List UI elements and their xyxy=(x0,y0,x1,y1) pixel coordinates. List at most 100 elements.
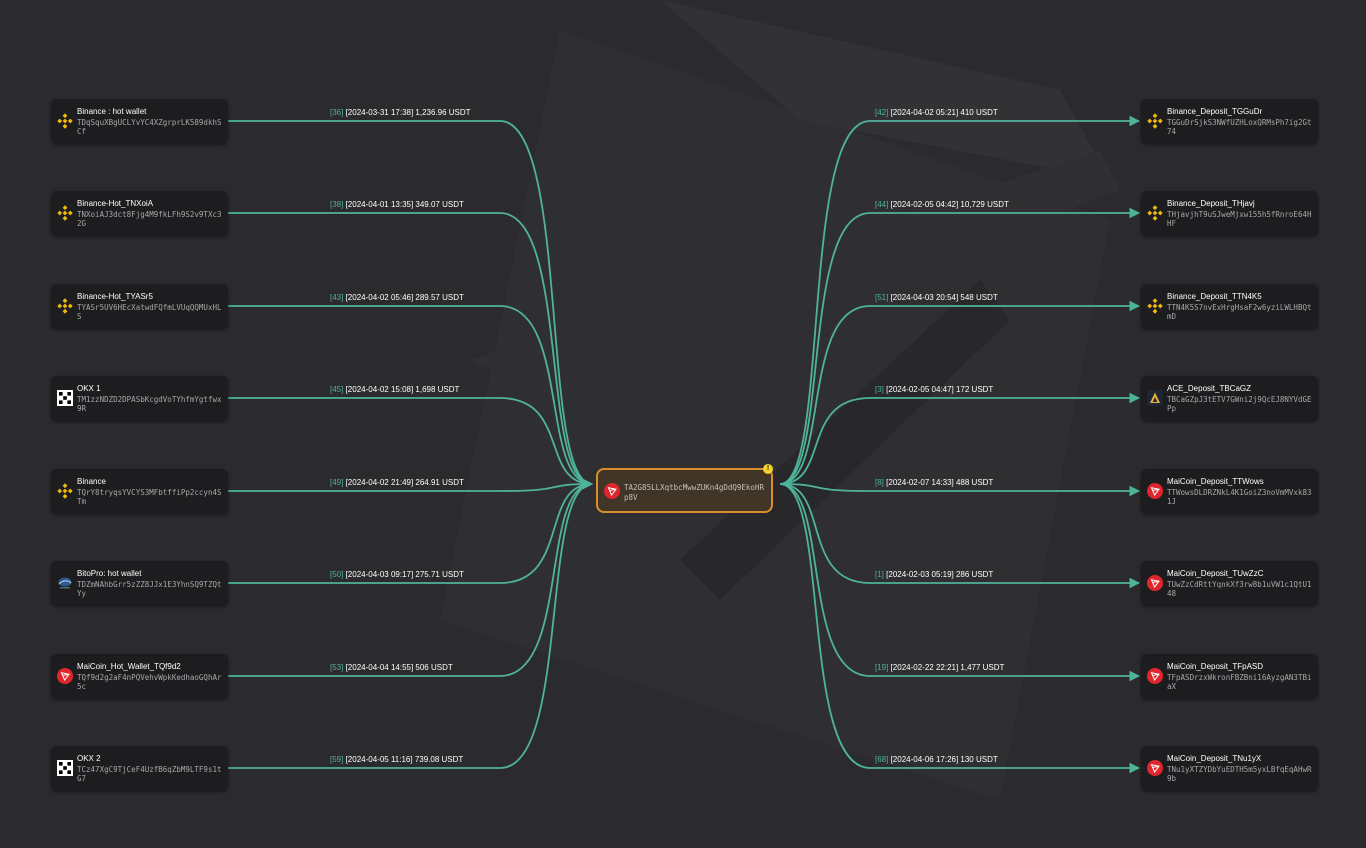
node-address: TTWowsDLDRZNkL4K1GoiZ3noVmMVxk831J xyxy=(1167,487,1312,507)
edge-detail: [2024-04-02 15:08] 1,698 USDT xyxy=(345,385,460,394)
edge-index: [42] xyxy=(875,108,889,117)
tron-icon xyxy=(1147,482,1163,499)
edge-index: [19] xyxy=(875,663,889,672)
outgoing-edge-label: [19] [2024-02-22 22:21] 1,477 USDT xyxy=(875,663,1004,673)
outgoing-edge-label: [3] [2024-02-05 04:47] 172 USDT xyxy=(875,385,993,395)
incoming-edge[interactable] xyxy=(228,212,594,490)
incoming-edge[interactable] xyxy=(228,478,594,677)
incoming-edge-label: [36] [2024-03-31 17:38] 1,236.96 USDT xyxy=(330,108,471,118)
outgoing-edge[interactable] xyxy=(779,483,1141,497)
incoming-edge-label: [45] [2024-04-02 15:08] 1,698 USDT xyxy=(330,385,459,395)
incoming-edge-label: [49] [2024-04-02 21:49] 264.91 USDT xyxy=(330,478,464,488)
node-name: MaiCoin_Deposit_TUwZzC xyxy=(1167,568,1264,578)
edge-detail: [2024-03-31 17:38] 1,236.96 USDT xyxy=(345,108,471,117)
okx-icon xyxy=(57,759,73,776)
incoming-edge-label: [38] [2024-04-01 13:35] 349.07 USDT xyxy=(330,200,464,210)
outgoing-edge-label: [1] [2024-02-03 05:19] 286 USDT xyxy=(875,570,993,580)
tron-icon xyxy=(604,483,620,499)
edge-detail: [2024-02-05 04:47] 172 USDT xyxy=(886,385,994,394)
binance-icon xyxy=(1147,112,1163,129)
outgoing-edge-label: [42] [2024-04-02 05:21] 410 USDT xyxy=(875,108,998,118)
node-address: TGGuDrSjkS3NWfUZHLoxQRMsPh7ig2Gt74 xyxy=(1167,117,1312,137)
center-wallet-node[interactable]: TA2G85LLXqtbcMwwZUKn4gDdQ9EkoHRp8V xyxy=(596,468,773,513)
node-address: TNXoiAJ3dct8Fjg4M9fkLFh9S2v9TXc32G xyxy=(77,209,222,229)
outgoing-edge[interactable] xyxy=(779,115,1141,485)
edge-detail: [2024-04-02 05:21] 410 USDT xyxy=(890,108,998,117)
edge-index: [59] xyxy=(330,755,344,764)
node-name: Binance-Hot_TNXoiA xyxy=(77,198,154,208)
node-address: THjavjhT9uSJweMjxw155h5fRnroE64HHF xyxy=(1167,209,1312,229)
outgoing-edge-label: [68] [2024-04-06 17:26] 130 USDT xyxy=(875,755,998,765)
node-name: ACE_Deposit_TBCaGZ xyxy=(1167,383,1252,393)
node-name: MaiCoin_Deposit_TFpASD xyxy=(1167,661,1264,671)
edge-index: [43] xyxy=(330,293,344,302)
incoming-edge[interactable] xyxy=(228,478,594,769)
node-name: Binance_Deposit_TTN4K5 xyxy=(1167,291,1262,301)
node-address: TQrY8tryqsYVCYS3MFbtffiPp2ccyn4STm xyxy=(77,487,222,507)
node-address: TYASr5UV6HEcXatwdFQfmLVUqQQMUxHLS xyxy=(77,302,222,322)
incoming-edge[interactable] xyxy=(228,120,594,490)
edge-detail: [2024-04-05 11:16] 739.08 USDT xyxy=(345,755,464,764)
incoming-edge[interactable] xyxy=(228,397,594,490)
node-address: TUwZzCdRttYqnkXf3rw8b1uVW1c1QtU148 xyxy=(1167,579,1312,599)
node-address: TDZmNAhbGrr5zZZ8JJx1E3YhnSQ9TZQtYy xyxy=(77,579,222,599)
okx-icon xyxy=(57,389,73,406)
outgoing-edge[interactable] xyxy=(779,392,1141,485)
outgoing-edge[interactable] xyxy=(779,207,1141,485)
edge-index: [3] xyxy=(875,385,884,394)
tron-icon xyxy=(1147,759,1163,776)
edge-index: [68] xyxy=(875,755,889,764)
edge-index: [51] xyxy=(875,293,889,302)
node-address: TBCaGZpJ3tETV7GWni2j9QcEJ8NYVdGEPp xyxy=(1167,394,1312,414)
edge-detail: [2024-04-02 21:49] 264.91 USDT xyxy=(345,478,464,487)
binance-icon xyxy=(57,204,73,221)
edge-detail: [2024-04-03 20:54] 548 USDT xyxy=(890,293,998,302)
edge-index: [36] xyxy=(330,108,344,117)
incoming-edge-label: [50] [2024-04-03 09:17] 275.71 USDT xyxy=(330,570,464,580)
outgoing-edge[interactable] xyxy=(779,483,1141,682)
edge-index: [44] xyxy=(875,200,889,209)
binance-icon xyxy=(57,482,73,499)
node-name: OKX 1 xyxy=(77,383,101,393)
incoming-edge[interactable] xyxy=(228,478,594,584)
warning-icon[interactable]: ! xyxy=(763,464,773,474)
node-address: TTN4K5S7nvExHrgHsaF2w6yziLWLHBQtmD xyxy=(1167,302,1312,322)
binance-icon xyxy=(57,297,73,314)
outgoing-edge[interactable] xyxy=(779,483,1141,774)
edge-detail: [2024-02-07 14:33] 488 USDT xyxy=(886,478,994,487)
outgoing-edge[interactable] xyxy=(779,483,1141,589)
edge-detail: [2024-04-03 09:17] 275.71 USDT xyxy=(345,570,464,579)
outgoing-edge-label: [8] [2024-02-07 14:33] 488 USDT xyxy=(875,478,993,488)
outgoing-edge-label: [44] [2024-02-05 04:42] 10,729 USDT xyxy=(875,200,1009,210)
node-address: TFpASDrzxWkronFBZBni16AyzgAN3TBiaX xyxy=(1167,672,1312,692)
incoming-edge-label: [59] [2024-04-05 11:16] 739.08 USDT xyxy=(330,755,463,765)
incoming-edge[interactable] xyxy=(228,305,594,490)
node-name: OKX 2 xyxy=(77,753,101,763)
node-name: BitoPro: hot wallet xyxy=(77,568,142,578)
edge-index: [49] xyxy=(330,478,344,487)
edge-index: [38] xyxy=(330,200,344,209)
binance-icon xyxy=(57,112,73,129)
outgoing-edge[interactable] xyxy=(779,300,1141,485)
incoming-edge[interactable] xyxy=(228,478,594,492)
node-name: MaiCoin_Deposit_TTWows xyxy=(1167,476,1264,486)
edge-detail: [2024-04-01 13:35] 349.07 USDT xyxy=(345,200,464,209)
node-address: TQf9d2g2aF4nPQVehvWpkKedhaoGQhAr5c xyxy=(77,672,222,692)
